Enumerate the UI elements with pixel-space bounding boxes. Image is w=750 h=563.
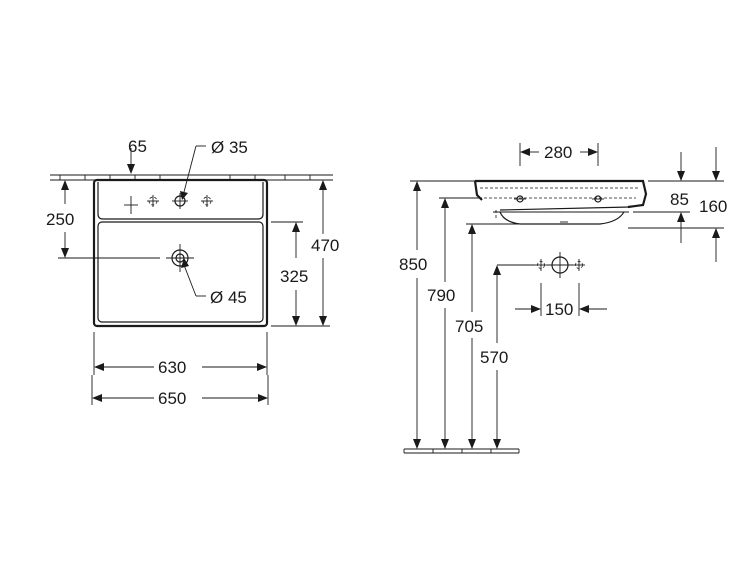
dim-height-waste-pipe: 570 [480, 265, 508, 449]
dim-label-overall-width: 650 [158, 389, 186, 408]
tap-holes [147, 193, 213, 209]
dim-label-tap-spacing: 280 [544, 143, 572, 162]
dim-label-overall-depth: 470 [311, 236, 339, 255]
dim-label-waste-spacing: 150 [545, 300, 573, 319]
dim-label-tap-offset: 65 [128, 137, 147, 156]
dim-label-depth-to-waste: 250 [46, 210, 74, 229]
dim-height-rim: 850 [399, 180, 475, 449]
floor-line [403, 448, 520, 454]
dim-height-underside: 790 [427, 197, 482, 449]
basin-bowl-outline [97, 221, 264, 323]
dim-label-bowl-depth: 325 [280, 267, 308, 286]
dim-label-tap-diameter: Ø 35 [211, 138, 248, 157]
waste-outlet [106, 244, 194, 272]
dim-label-height-underside: 790 [427, 286, 455, 305]
dim-waste-diameter: Ø 45 [181, 258, 247, 307]
dim-tap-spacing: 280 [519, 143, 599, 166]
dim-waste-spacing: 150 [515, 283, 607, 319]
basin-outer-outline [92, 178, 269, 328]
side-tap-holes [514, 195, 604, 203]
dim-tap-offset: 65 [124, 137, 147, 214]
waste-pipe-holes [497, 252, 585, 278]
dim-depth-to-waste: 250 [46, 179, 106, 259]
dim-inner-width: 630 [93, 332, 268, 377]
dim-rim-height: 85 [633, 152, 690, 243]
dim-overall-width: 650 [91, 375, 269, 408]
dim-label-basin-height: 160 [699, 197, 727, 216]
dim-overall-depth: 470 [303, 179, 339, 327]
dim-label-height-waste-pipe: 570 [480, 348, 508, 367]
dim-label-rim-height: 85 [670, 190, 689, 209]
dim-basin-height: 160 [628, 147, 727, 262]
dim-label-height-waste-outlet: 705 [455, 317, 483, 336]
dim-label-waste-diameter: Ø 45 [210, 288, 247, 307]
dim-label-height-rim: 850 [399, 255, 427, 274]
dim-label-inner-width: 630 [158, 358, 186, 377]
dim-height-waste-outlet: 705 [455, 223, 520, 449]
basin-profile [473, 179, 648, 225]
dim-tap-diameter: Ø 35 [180, 138, 248, 200]
side-view: 280 85 160 [399, 143, 727, 454]
top-view: 65 Ø 35 250 Ø 45 [46, 137, 339, 408]
basin-shelf-line [97, 182, 264, 220]
dim-bowl-depth: 325 [271, 221, 308, 327]
